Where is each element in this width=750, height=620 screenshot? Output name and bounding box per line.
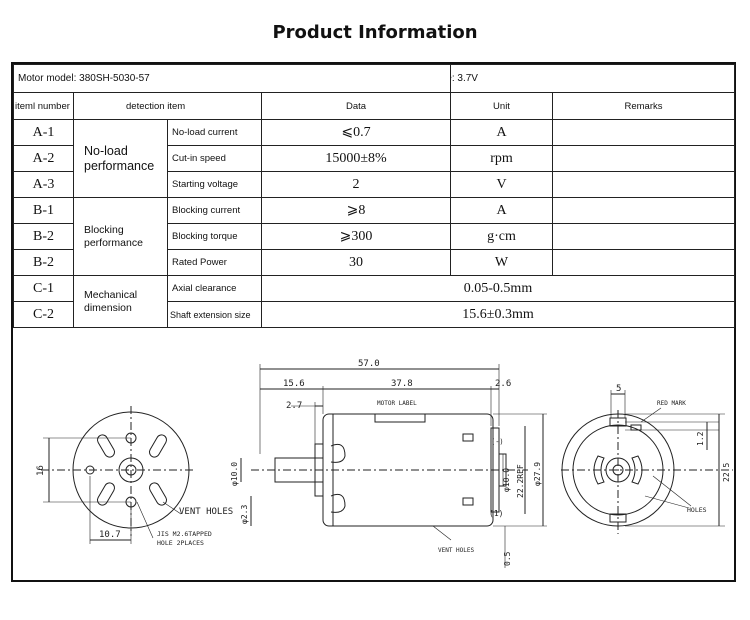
plus-terminal: (1) [489, 509, 503, 518]
col-unit: Unit [450, 92, 553, 120]
row-remarks [552, 249, 735, 276]
row-id: B-2 [13, 249, 74, 276]
holes-note: HOLES [687, 506, 707, 514]
dia-10-left: φ10.0 [230, 462, 239, 486]
row-item: Shaft extension size [167, 301, 262, 328]
vent-holes-bottom: VENT HOLES [438, 547, 475, 554]
dia-10-right: φ10.0 [502, 468, 511, 492]
rated-voltage: Rated Voltage: 3.7V [450, 64, 735, 93]
page-title: Product Information [272, 22, 478, 43]
row-item: Cut-in speed [167, 145, 262, 172]
row-data: 15.6±0.3mm [261, 301, 735, 328]
row-remarks [552, 223, 735, 250]
vent-holes-left: VENT HOLES [179, 507, 233, 517]
row-unit: A [450, 119, 553, 146]
col-detection-item: detection item [73, 92, 262, 120]
col-remarks: Remarks [552, 92, 735, 120]
row-id: A-1 [13, 119, 74, 146]
table-row: C-2 Shaft extension size 15.6±0.3mm [13, 301, 735, 328]
group-no-load: No-load performance [73, 119, 168, 198]
row-item: Rated Power [167, 249, 262, 276]
row-id: A-3 [13, 171, 74, 198]
row-data: 30 [261, 249, 451, 276]
table-row: C-1 Mechanical dimension Axial clearance… [13, 275, 735, 328]
dim-22-2: 22.2REF [516, 464, 525, 498]
jis-note-2: HOLE 2PLACES [157, 539, 204, 547]
table-row: A-1 No-load performance No-load current … [13, 119, 735, 198]
row-unit: rpm [450, 145, 553, 172]
dim-1-2: 1.2 [696, 431, 705, 446]
row-data: ⩽0.7 [261, 119, 451, 146]
row-data: 0.05-0.5mm [261, 275, 735, 302]
dim-22-5: 22.5 [722, 463, 731, 482]
motor-drawing: 16 10.7 VENT HOLES JIS M2.6TAPPED HOLE 2… [36, 359, 733, 568]
motor-model: Motor model: 380SH-5030-57 [13, 64, 451, 93]
row-item: No-load current [167, 119, 262, 146]
table-row: B-1 Blocking performance Blocking curren… [13, 197, 735, 276]
dim-5: 5 [616, 384, 621, 394]
spec-sheet: Motor model: 380SH-5030-57 Rated Voltage… [11, 62, 736, 582]
dim-2-7: 2.7 [286, 401, 302, 411]
row-unit: W [450, 249, 553, 276]
row-id: B-1 [13, 197, 74, 224]
col-item-number: iteml number [13, 92, 74, 120]
table-row: A-3 Starting voltage 2 V [13, 171, 735, 198]
table-row: B-2 Blocking torque ⩾300 g·cm [13, 223, 735, 250]
table-row: B-2 Rated Power 30 W [13, 249, 735, 276]
dim-0-5: 0.5 [503, 551, 512, 566]
dia-2-3: φ2.3 [240, 505, 249, 524]
row-unit: A [450, 197, 553, 224]
row-id: A-2 [13, 145, 74, 172]
group-mechanical: Mechanical dimension [73, 275, 168, 328]
dim-2-6: 2.6 [495, 379, 511, 389]
row-item: Axial clearance [167, 275, 262, 302]
motor-label: MOTOR LABEL [377, 400, 417, 407]
row-unit: V [450, 171, 553, 198]
row-data: 2 [261, 171, 451, 198]
row-item: Blocking torque [167, 223, 262, 250]
dim-57: 57.0 [358, 359, 380, 369]
row-data: ⩾300 [261, 223, 451, 250]
row-item: Blocking current [167, 197, 262, 224]
row-remarks [552, 145, 735, 172]
row-data: ⩾8 [261, 197, 451, 224]
row-data: 15000±8% [261, 145, 451, 172]
row-item: Starting voltage [167, 171, 262, 198]
group-blocking: Blocking performance [73, 197, 168, 276]
spec-table: Motor model: 380SH-5030-57 Rated Voltage… [13, 64, 735, 328]
row-remarks [552, 197, 735, 224]
row-unit: g·cm [450, 223, 553, 250]
table-row: A-2 Cut-in speed 15000±8% rpm [13, 145, 735, 172]
row-id: C-2 [13, 301, 74, 328]
dim-15-6: 15.6 [283, 379, 305, 389]
col-data: Data [261, 92, 451, 120]
dia-27-9: φ27.9 [533, 462, 542, 486]
minus-terminal: (-) [491, 438, 504, 446]
red-mark: RED MARK [657, 400, 686, 407]
jis-note-1: JIS M2.6TAPPED [157, 530, 212, 538]
row-id: C-1 [13, 275, 74, 302]
dim-10-7: 10.7 [99, 530, 121, 540]
dim-37-8: 37.8 [391, 379, 413, 389]
row-id: B-2 [13, 223, 74, 250]
dim-16: 16 [36, 465, 46, 476]
row-remarks [552, 119, 735, 146]
row-remarks [552, 171, 735, 198]
